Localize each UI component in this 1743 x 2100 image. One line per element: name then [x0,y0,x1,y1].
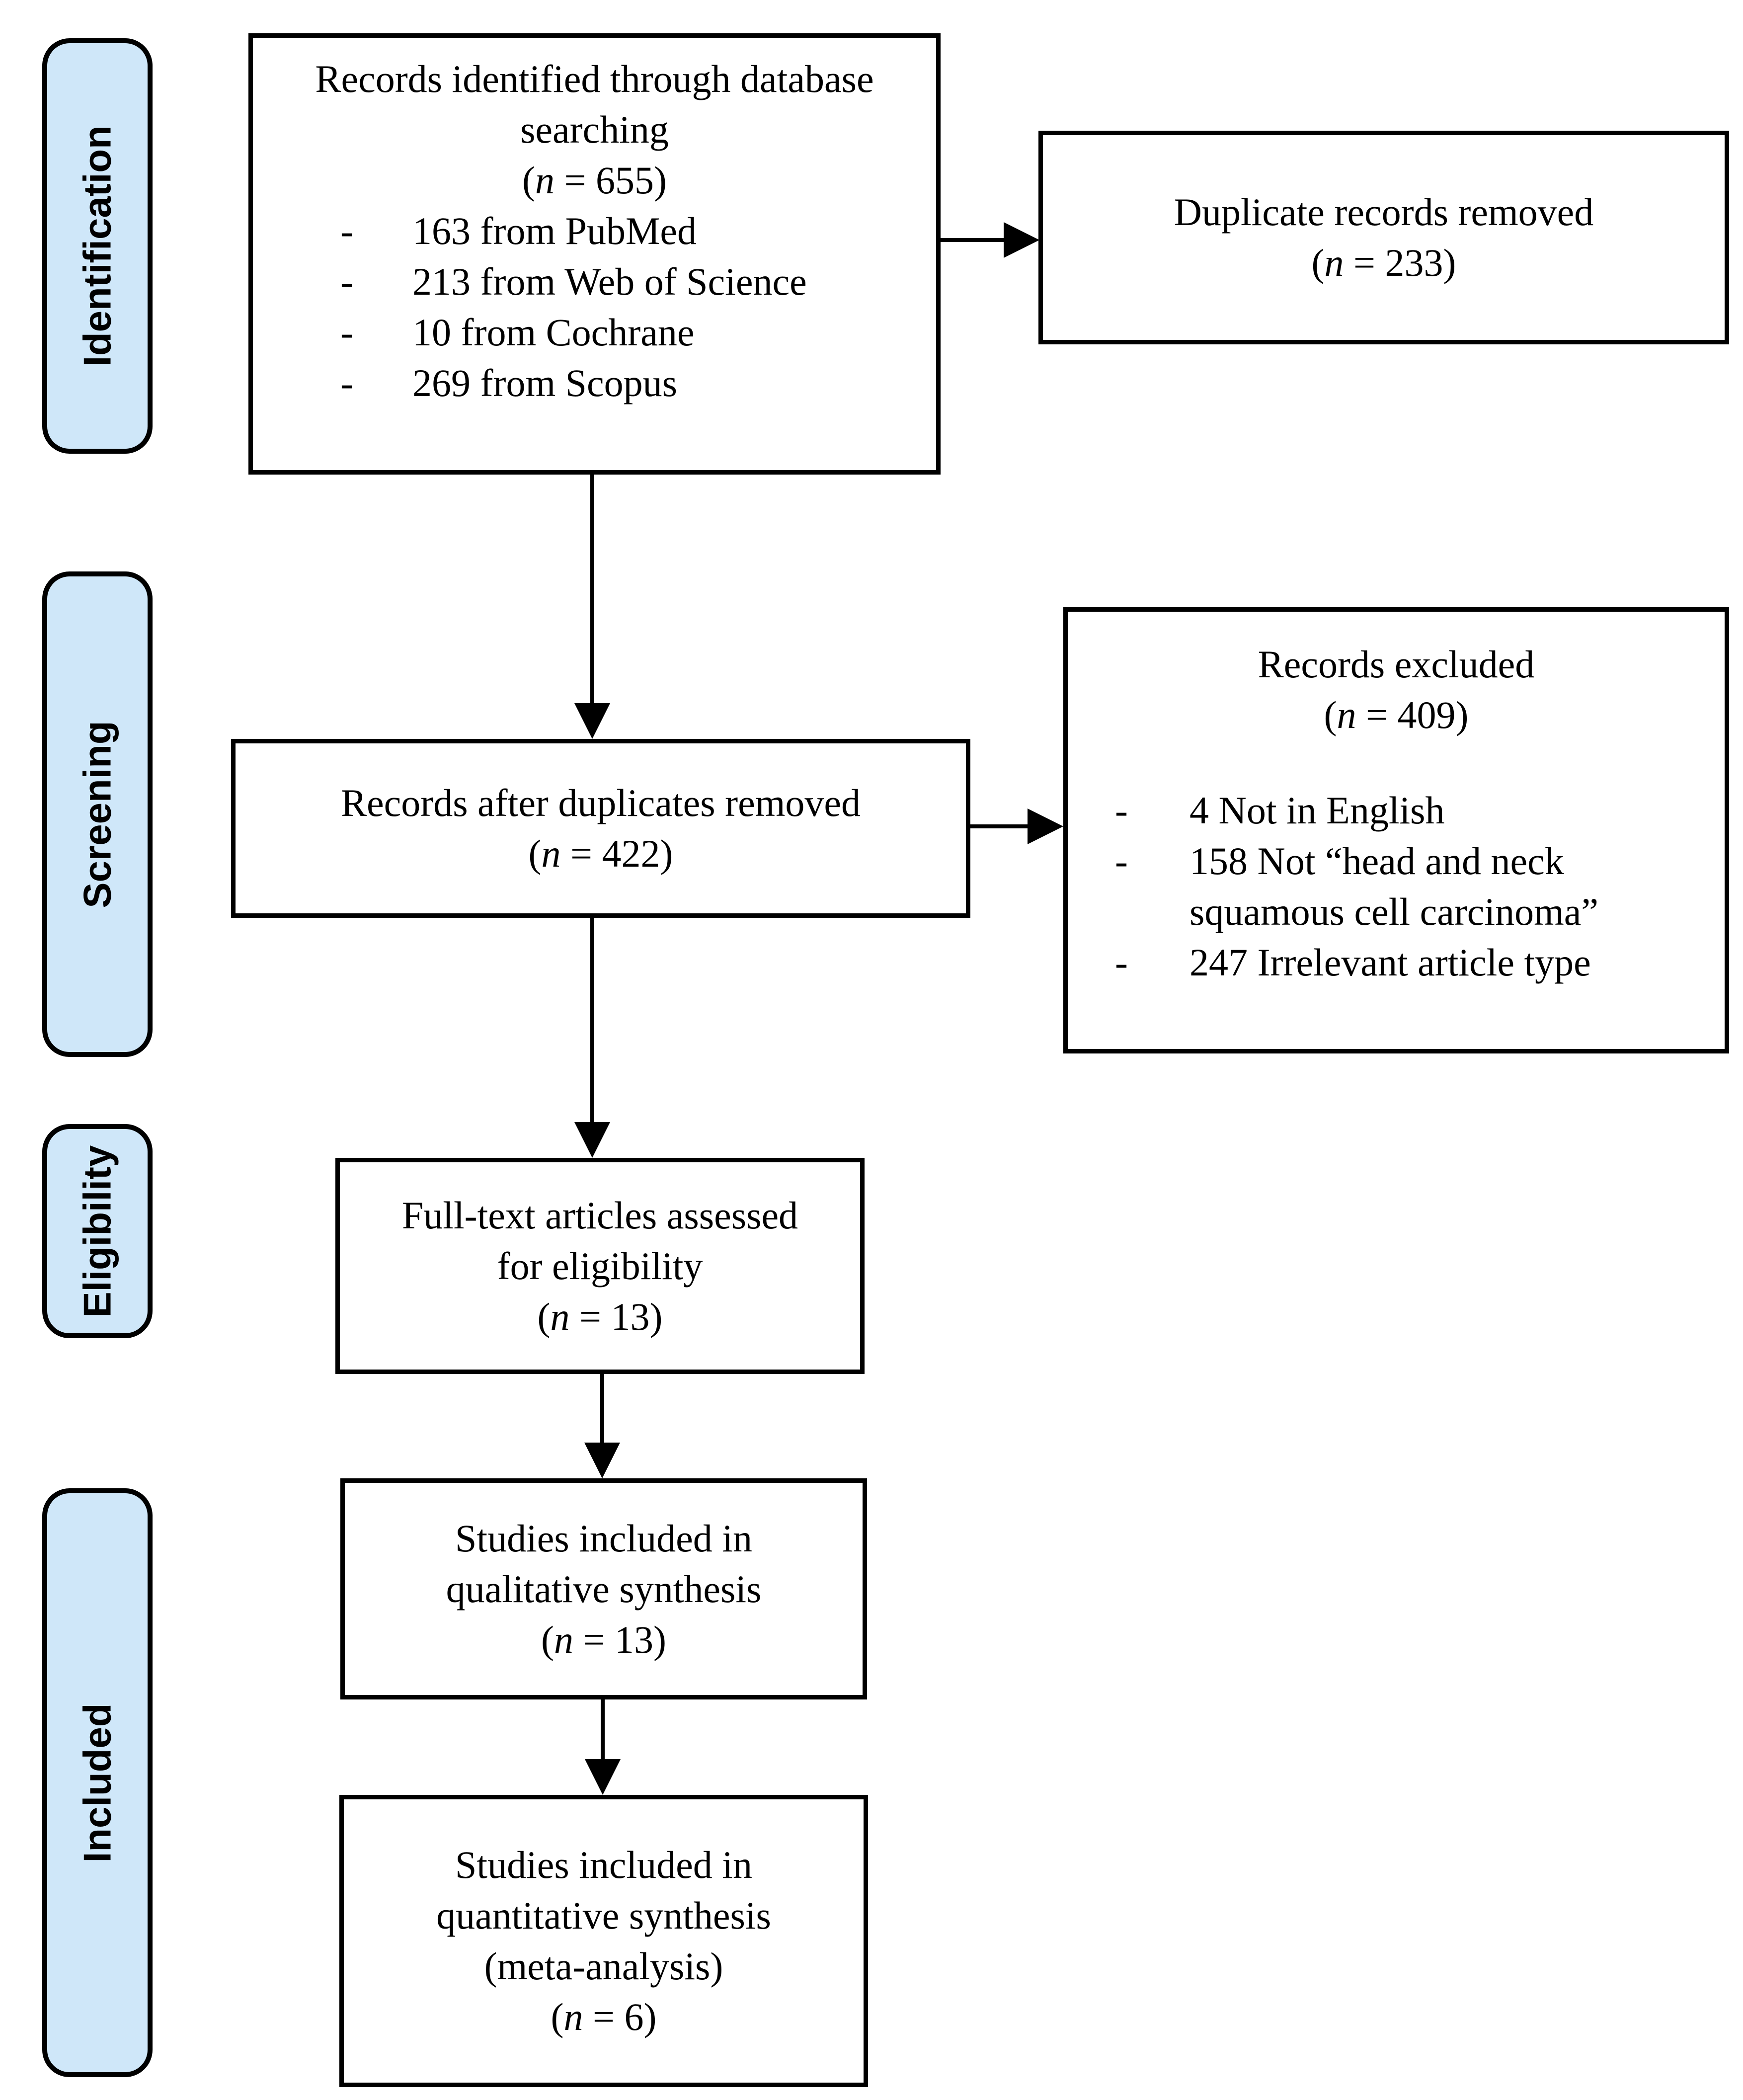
connector-qualitative-to-quantitative [601,1698,605,1766]
box-records-identified: Records identified through database sear… [248,33,941,475]
bullet-dash: - [340,260,353,303]
stage-label-screening: Screening [42,571,153,1057]
bullet-dash: - [1115,789,1128,832]
fulltext-count: (n = 13) [537,1294,663,1338]
stage-label-included-text: Included [75,1703,119,1862]
stage-label-identification-text: Identification [75,125,119,367]
records-identified-count: (n = 655) [522,159,667,202]
records-excluded-line: Records excluded [1258,643,1535,686]
bullet-dash: - [340,361,353,404]
quantitative-count: (n = 6) [551,1995,657,2038]
exclusion-reason-text: 247 Irrelevant article type [1189,941,1591,984]
stage-label-included: Included [42,1488,153,2077]
after-duplicates-count: (n = 422) [528,832,673,875]
records-identified-line: searching [520,108,669,151]
exclusion-reason-text: 4 Not in English [1189,789,1445,832]
exclusion-reason-item: - 4 Not in English [1115,785,1715,836]
connector-identified-to-duplicates [941,238,1014,242]
source-list-item: - 269 from Scopus [340,358,926,408]
qualitative-count: (n = 13) [541,1617,666,1661]
connector-identified-to-after-duplicates [590,473,594,708]
box-fulltext-assessed: Full-text articles assessed for eligibil… [335,1158,865,1374]
source-list-item: - 163 from PubMed [340,206,926,256]
source-list-item: - 213 from Web of Science [340,256,926,307]
fulltext-line: for eligibility [497,1244,703,1288]
box-qualitative-synthesis: Studies included in qualitative synthesi… [340,1478,867,1699]
quantitative-line: quantitative synthesis [436,1894,771,1937]
source-list-item-text: 213 from Web of Science [412,260,807,303]
qualitative-line: qualitative synthesis [446,1567,762,1611]
source-list-item-text: 10 from Cochrane [412,311,695,354]
records-identified-source-list: - 163 from PubMed - 213 from Web of Scie… [253,206,936,408]
records-excluded-reason-list: - 4 Not in English - 158 Not “head and n… [1068,785,1725,988]
quantitative-line: (meta-analysis) [484,1944,723,1988]
box-duplicate-records-removed: Duplicate records removed (n = 233) [1038,131,1729,344]
exclusion-reason-text: 158 Not “head and neck squamous cell car… [1189,839,1598,933]
bullet-dash: - [340,311,353,354]
bullet-dash: - [1115,941,1128,984]
exclusion-reason-item: - 158 Not “head and neck squamous cell c… [1115,836,1715,937]
arrowhead-right-icon [1028,808,1063,844]
arrowhead-down-icon [574,1122,610,1158]
quantitative-line: Studies included in [455,1843,752,1886]
after-duplicates-line: Records after duplicates removed [340,781,861,824]
bullet-dash: - [1115,839,1128,883]
records-identified-line: Records identified through database [315,57,874,100]
duplicates-removed-count: (n = 233) [1311,241,1456,284]
stage-label-eligibility-text: Eligibility [75,1145,119,1317]
stage-label-screening-text: Screening [75,720,119,908]
box-quantitative-synthesis: Studies included in quantitative synthes… [339,1795,868,2087]
connector-after-duplicates-to-excluded [969,824,1038,828]
arrowhead-right-icon [1004,222,1039,258]
stage-label-identification: Identification [42,38,153,454]
records-excluded-count: (n = 409) [1324,693,1469,736]
source-list-item-text: 269 from Scopus [412,361,677,404]
box-records-excluded: Records excluded (n = 409) - 4 Not in En… [1063,607,1729,1053]
source-list-item-text: 163 from PubMed [412,209,697,252]
fulltext-line: Full-text articles assessed [401,1193,798,1237]
arrowhead-down-icon [585,1759,621,1795]
bullet-dash: - [340,209,353,252]
source-list-item: - 10 from Cochrane [340,307,926,358]
box-records-after-duplicates: Records after duplicates removed (n = 42… [231,739,970,918]
connector-after-duplicates-to-fulltext [590,917,594,1128]
arrowhead-down-icon [574,703,610,739]
qualitative-line: Studies included in [455,1516,752,1560]
duplicates-removed-line: Duplicate records removed [1174,190,1594,234]
exclusion-reason-item: - 247 Irrelevant article type [1115,937,1715,988]
stage-label-eligibility: Eligibility [42,1124,153,1338]
connector-fulltext-to-qualitative [600,1373,604,1449]
arrowhead-down-icon [584,1443,620,1478]
